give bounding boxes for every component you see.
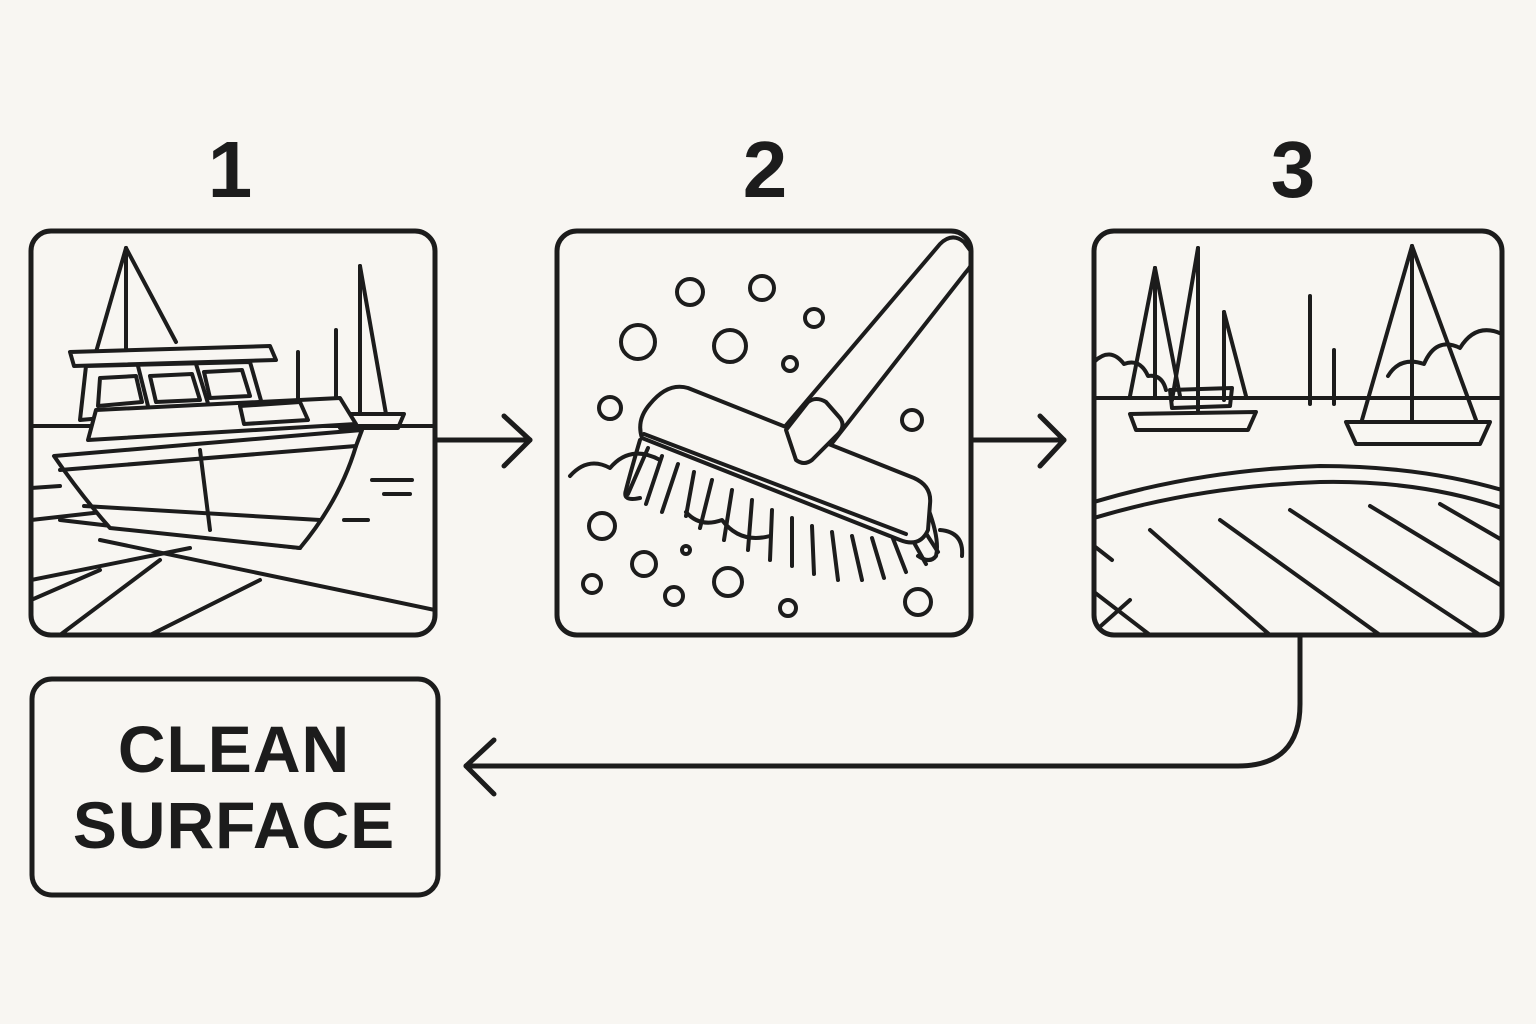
clean-deck-icon (1091, 228, 1505, 638)
result-label-line-2: SURFACE (72, 788, 396, 862)
arrow-1-to-2 (434, 413, 533, 469)
step-2-number: 2 (742, 125, 788, 214)
result-box-border (29, 676, 441, 898)
arrow-3-to-result (463, 634, 1303, 797)
step-1-number: 1 (207, 125, 253, 214)
step-3-number: 3 (1270, 125, 1316, 214)
docked-boat-icon (28, 228, 438, 638)
scrub-brush-icon (554, 228, 974, 638)
result-label-line-1: CLEAN (117, 712, 351, 786)
result-box: CLEAN SURFACE (30, 679, 438, 895)
arrow-2-to-3 (970, 413, 1067, 469)
